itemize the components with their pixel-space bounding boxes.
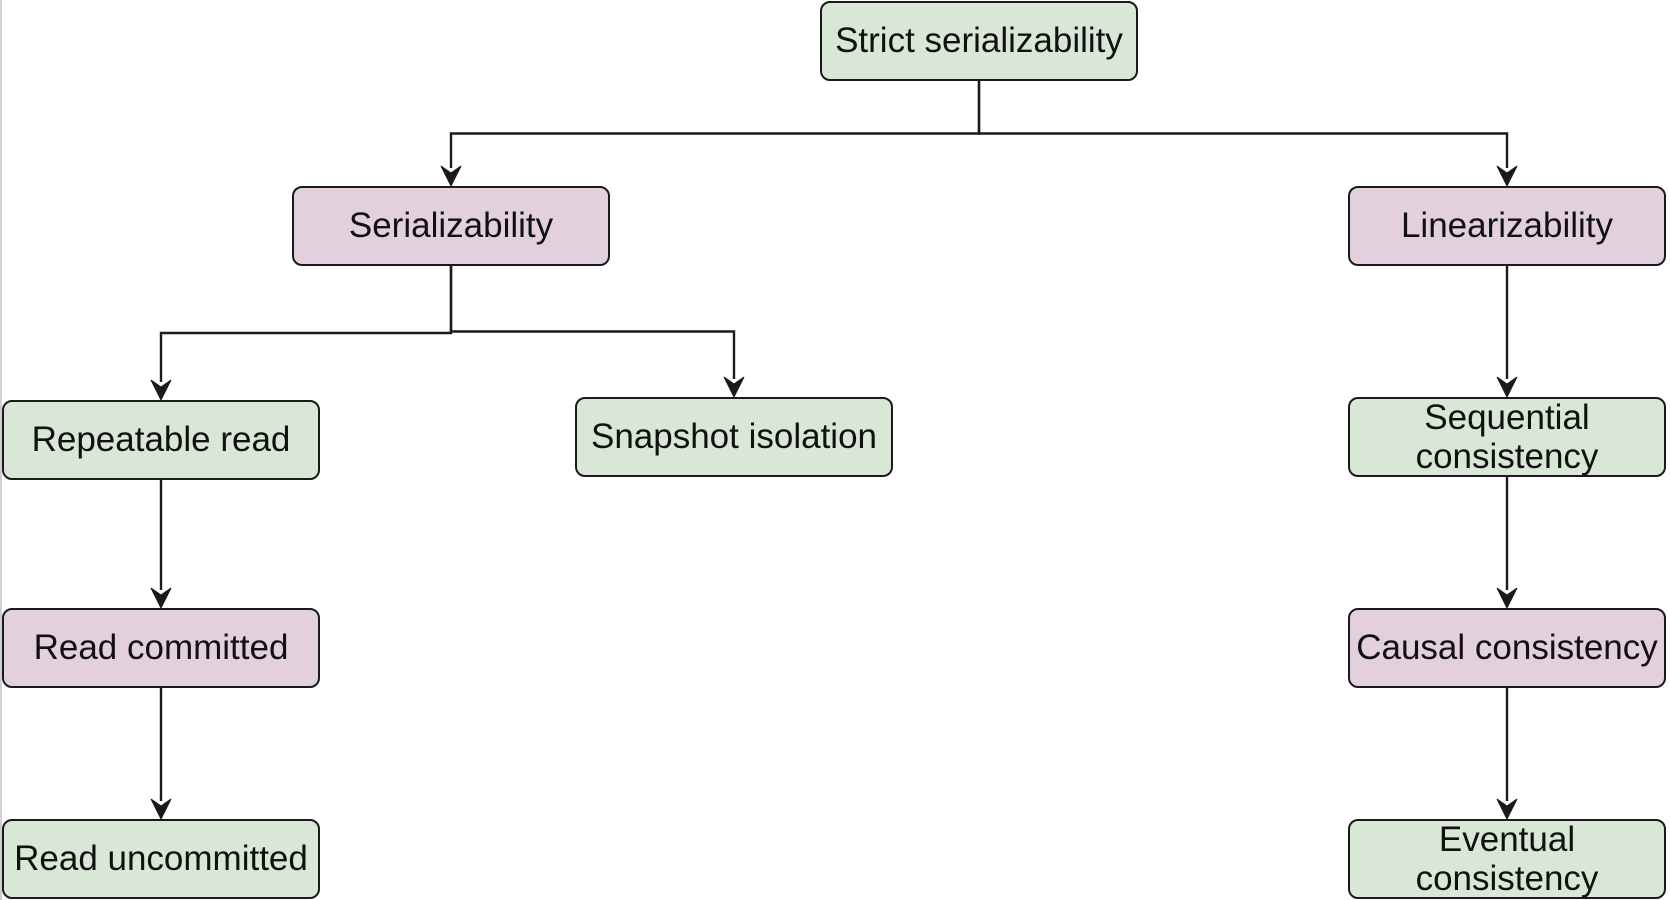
arrowhead <box>1496 798 1518 821</box>
node-read-committed: Read committed <box>2 608 320 688</box>
node-label: Read committed <box>33 628 289 668</box>
arrowhead <box>150 587 172 610</box>
edge-strict_serializability-to-serializability <box>449 81 981 168</box>
node-label: Strict serializability <box>835 21 1123 61</box>
node-sequential-consistency: Sequential consistency <box>1348 397 1666 477</box>
node-label: Sequential consistency <box>1415 397 1599 476</box>
edge-serializability-to-repeatable_read <box>159 266 453 382</box>
node-repeatable-read: Repeatable read <box>2 400 320 480</box>
node-label: Linearizability <box>1400 206 1614 246</box>
node-label: Serializability <box>348 206 554 246</box>
arrowhead <box>1496 587 1518 610</box>
node-label: Snapshot isolation <box>590 417 878 457</box>
arrowhead <box>150 379 172 402</box>
node-label: Causal consistency <box>1356 628 1658 668</box>
node-strict-serializability: Strict serializability <box>820 1 1138 81</box>
left-border <box>0 0 2 900</box>
arrowhead <box>150 798 172 821</box>
node-snapshot-isolation: Snapshot isolation <box>575 397 893 477</box>
node-label: Eventual consistency <box>1415 819 1599 898</box>
node-eventual-consistency: Eventual consistency <box>1348 819 1666 899</box>
arrowhead <box>1496 165 1518 188</box>
node-label: Read uncommitted <box>14 839 308 879</box>
node-label: Repeatable read <box>31 420 291 460</box>
arrowhead <box>440 165 462 188</box>
node-serializability: Serializability <box>292 186 610 266</box>
arrowhead <box>723 376 745 399</box>
node-causal-consistency: Causal consistency <box>1348 608 1666 688</box>
arrowhead <box>1496 376 1518 399</box>
node-read-uncommitted: Read uncommitted <box>2 819 320 899</box>
node-linearizability: Linearizability <box>1348 186 1666 266</box>
edge-strict_serializability-to-linearizability <box>977 81 1509 168</box>
edge-serializability-to-snapshot_isolation <box>449 266 736 379</box>
